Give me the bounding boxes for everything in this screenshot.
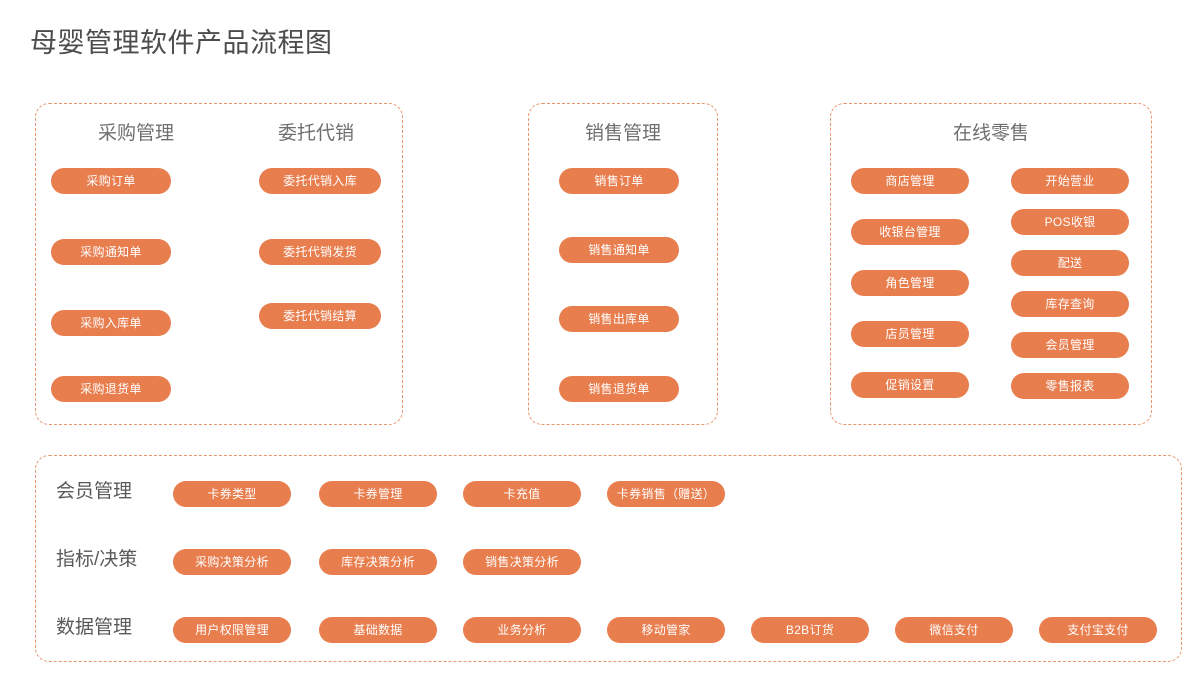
panel-sales-management: 销售管理 销售订单 销售通知单 销售出库单 销售退货单	[528, 103, 718, 425]
panel-heading-consignment: 委托代销	[277, 123, 354, 144]
pill-purchase-order[interactable]: 采购订单	[51, 168, 171, 194]
pill-inventory-query[interactable]: 库存查询	[1011, 291, 1129, 317]
row-label-data-management: 数据管理	[56, 617, 133, 638]
pill-sales-notice[interactable]: 销售通知单	[559, 237, 679, 263]
pill-business-analysis[interactable]: 业务分析	[463, 617, 581, 643]
pill-inventory-decision-analysis[interactable]: 库存决策分析	[319, 549, 437, 575]
pill-consignment-shipment[interactable]: 委托代销发货	[259, 239, 381, 265]
pill-consignment-settlement[interactable]: 委托代销结算	[259, 303, 381, 329]
pill-cashier-management[interactable]: 收银台管理	[851, 219, 969, 245]
pill-retail-report[interactable]: 零售报表	[1011, 373, 1129, 399]
pill-basic-data[interactable]: 基础数据	[319, 617, 437, 643]
pill-pos-checkout[interactable]: POS收银	[1011, 209, 1129, 235]
pill-sales-order[interactable]: 销售订单	[559, 168, 679, 194]
pill-sales-decision-analysis[interactable]: 销售决策分析	[463, 549, 581, 575]
pill-promotion-settings[interactable]: 促销设置	[851, 372, 969, 398]
pill-member-management[interactable]: 会员管理	[1011, 332, 1129, 358]
pill-purchase-inbound[interactable]: 采购入库单	[51, 310, 171, 336]
pill-role-management[interactable]: 角色管理	[851, 270, 969, 296]
pill-alipay-pay[interactable]: 支付宝支付	[1039, 617, 1157, 643]
pill-clerk-management[interactable]: 店员管理	[851, 321, 969, 347]
pill-card-management[interactable]: 卡券管理	[319, 481, 437, 507]
pill-store-management[interactable]: 商店管理	[851, 168, 969, 194]
panel-online-retail: 在线零售 商店管理 收银台管理 角色管理 店员管理 促销设置 开始营业 POS收…	[830, 103, 1152, 425]
pill-delivery[interactable]: 配送	[1011, 250, 1129, 276]
pill-consignment-inbound[interactable]: 委托代销入库	[259, 168, 381, 194]
panel-platform-services: 会员管理 卡券类型 卡券管理 卡充值 卡券销售（赠送） 指标/决策 采购决策分析…	[35, 455, 1182, 662]
panel-heading-sales: 销售管理	[584, 123, 661, 144]
panel-heading-online-retail: 在线零售	[952, 123, 1029, 144]
pill-card-recharge[interactable]: 卡充值	[463, 481, 581, 507]
row-label-metrics-decision: 指标/决策	[56, 549, 138, 570]
pill-wechat-pay[interactable]: 微信支付	[895, 617, 1013, 643]
panel-heading-purchase: 采购管理	[97, 123, 174, 144]
pill-purchase-return[interactable]: 采购退货单	[51, 376, 171, 402]
pill-purchase-notice[interactable]: 采购通知单	[51, 239, 171, 265]
pill-purchase-decision-analysis[interactable]: 采购决策分析	[173, 549, 291, 575]
pill-card-sales-gift[interactable]: 卡券销售（赠送）	[607, 481, 725, 507]
pill-mobile-steward[interactable]: 移动管家	[607, 617, 725, 643]
page-title: 母婴管理软件产品流程图	[30, 28, 333, 58]
row-label-member-management: 会员管理	[56, 481, 133, 502]
pill-b2b-ordering[interactable]: B2B订货	[751, 617, 869, 643]
pill-start-business[interactable]: 开始营业	[1011, 168, 1129, 194]
pill-user-permission-management[interactable]: 用户权限管理	[173, 617, 291, 643]
pill-sales-return[interactable]: 销售退货单	[559, 376, 679, 402]
pill-sales-outbound[interactable]: 销售出库单	[559, 306, 679, 332]
pill-card-type[interactable]: 卡券类型	[173, 481, 291, 507]
panel-purchase-management: 采购管理 委托代销 采购订单 采购通知单 采购入库单 采购退货单 委托代销入库 …	[35, 103, 403, 425]
